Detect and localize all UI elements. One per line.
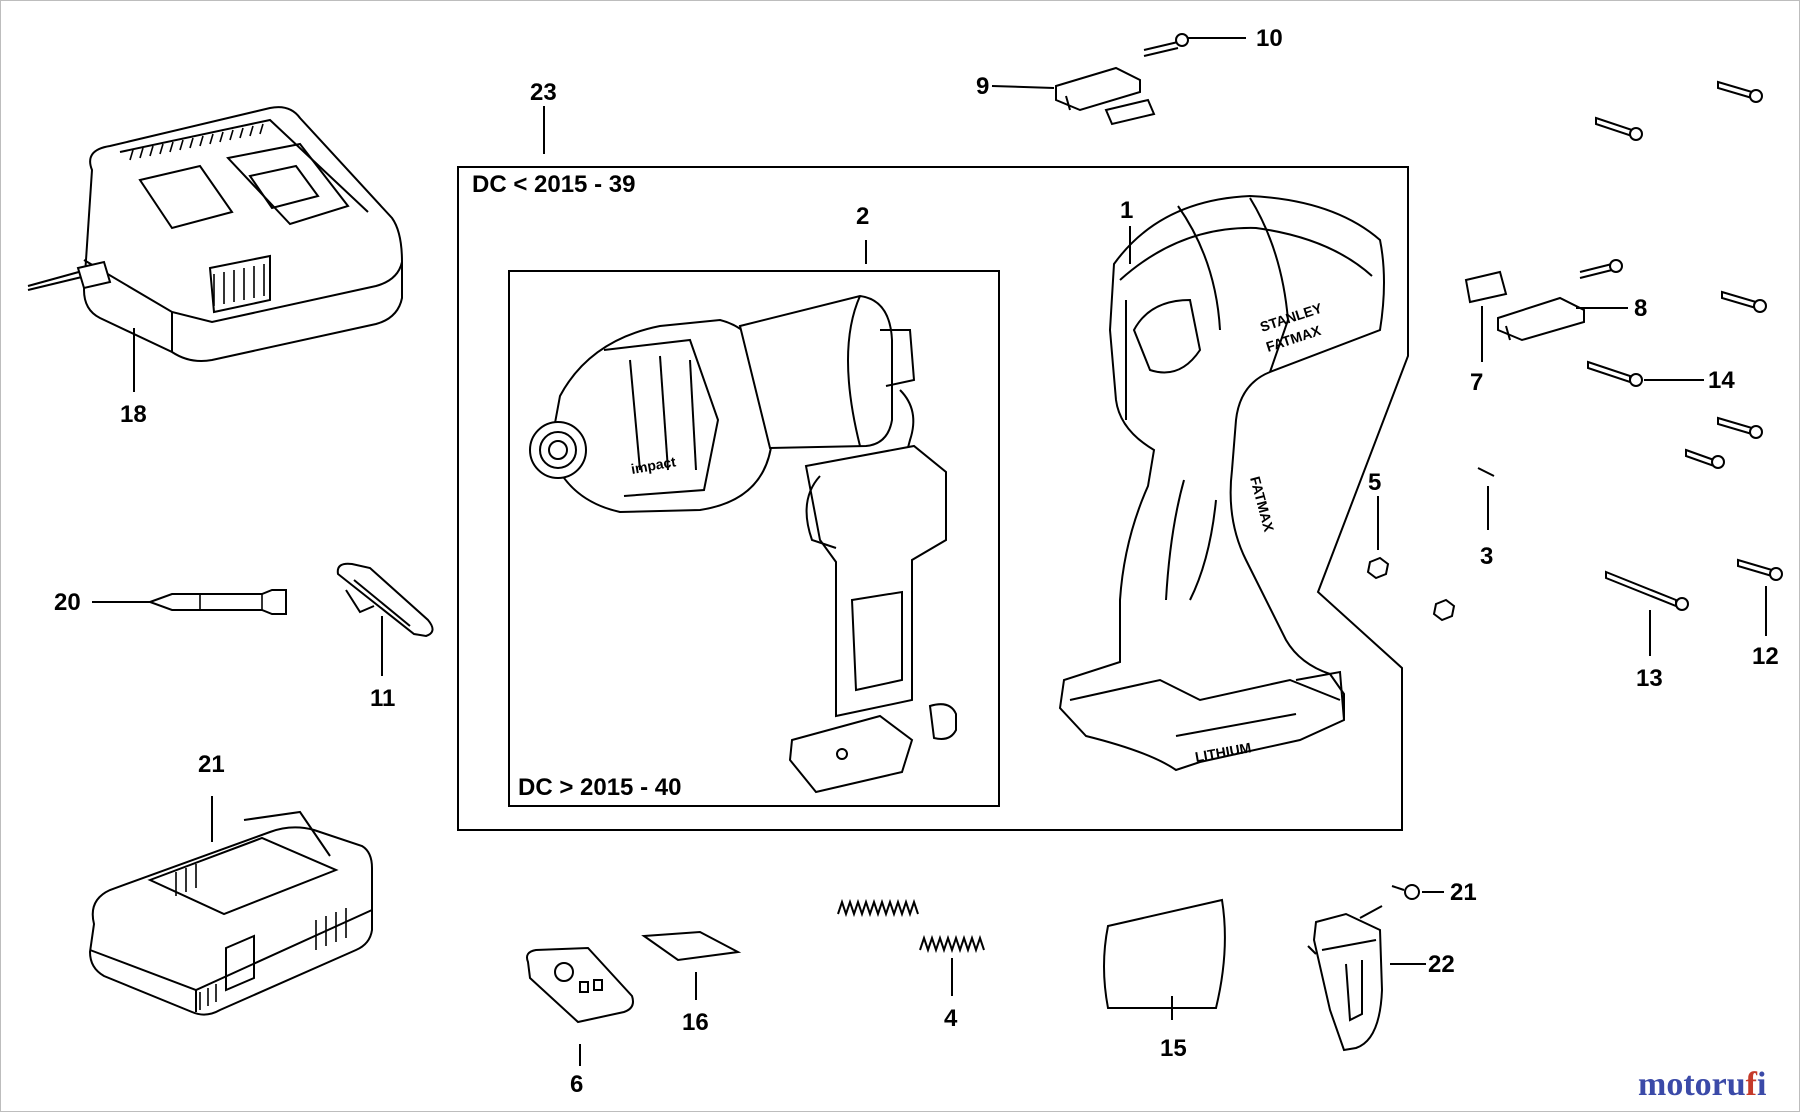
part-19-battery [88, 796, 373, 1016]
part-14-screws [1587, 80, 1767, 469]
callout-21: 21 [1450, 879, 1477, 906]
part-3-pin [1477, 467, 1495, 530]
callout-6: 6 [570, 1071, 583, 1098]
callout-9: 9 [976, 73, 989, 100]
callout-5: 5 [1368, 469, 1381, 496]
part-2-motor-assembly: impact [529, 240, 957, 794]
callout-23: 23 [530, 79, 557, 106]
callout-18: 18 [120, 401, 147, 428]
callout-7: 7 [1470, 369, 1483, 396]
part-13-long-screw [1605, 570, 1689, 656]
callout-15: 15 [1160, 1035, 1187, 1062]
callout-1: 1 [1120, 197, 1133, 224]
part-6-led-board [526, 946, 634, 1066]
part-20-bit [92, 589, 287, 615]
part-7-pad [1464, 270, 1508, 362]
callout-12: 12 [1752, 643, 1779, 670]
part-18-charger [27, 106, 403, 392]
callout-4: 4 [944, 1005, 958, 1032]
brand-fatmax-grip: FATMAX [1247, 475, 1277, 534]
callout-14: 14 [1708, 367, 1735, 394]
callout-8: 8 [1634, 295, 1647, 322]
part-5-nut [1366, 496, 1456, 622]
part-21-screw [1391, 884, 1444, 900]
callout-13: 13 [1636, 665, 1663, 692]
part-12-screw [1737, 558, 1783, 636]
part-10-screw [1143, 33, 1246, 57]
brand-impact: impact [630, 453, 678, 477]
callout-3: 3 [1480, 543, 1493, 570]
callout-11: 11 [370, 685, 395, 712]
part-11-clip [336, 562, 434, 676]
part-22-belt-hook [1307, 905, 1426, 1052]
outer-frame-label: DC < 2015 - 39 [472, 171, 635, 198]
part-15-label-sheet [1103, 898, 1226, 1020]
inner-frame-label: DC > 2015 - 40 [518, 774, 681, 801]
part-1-housing: STANLEY FATMAX FATMAX LITHIUM [1058, 194, 1385, 772]
callout-16: 16 [682, 1009, 709, 1036]
part-16-label [641, 930, 742, 1000]
kit-outer-frame [457, 166, 1409, 831]
callout-20: 20 [54, 589, 81, 616]
part-9-clip [991, 66, 1156, 126]
part-4-springs [837, 898, 985, 996]
watermark-logo: motorufi [1638, 1066, 1767, 1103]
part-8-clip [1497, 259, 1628, 342]
callout-2: 2 [856, 203, 869, 230]
callout-19: 21 [198, 751, 225, 778]
callout-10: 10 [1256, 25, 1283, 52]
callout-22: 22 [1428, 951, 1455, 978]
kit-inner-frame [508, 270, 1000, 807]
